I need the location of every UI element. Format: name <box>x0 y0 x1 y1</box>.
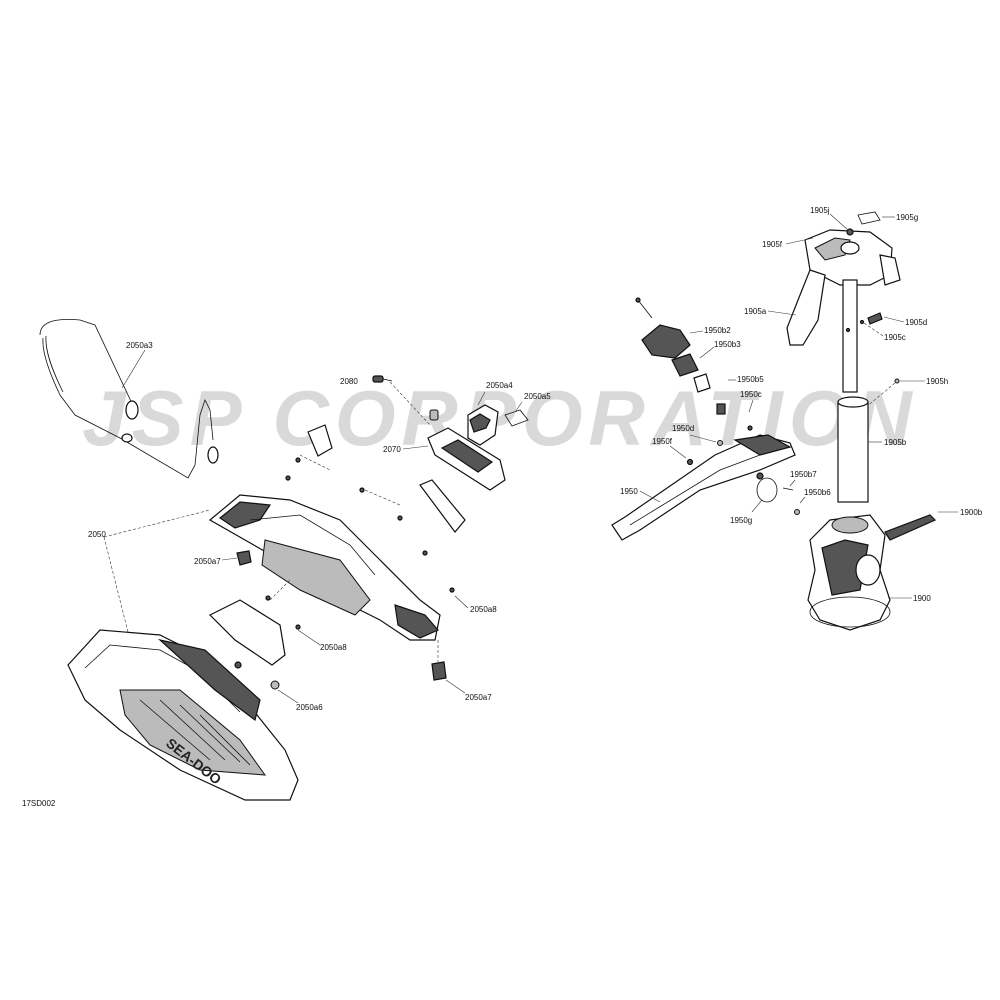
leader-2050a8-right <box>454 595 469 609</box>
part-lens <box>208 599 286 666</box>
callout-1950b7: 1950b7 <box>790 470 817 479</box>
callout-2050a7-left: 2050a7 <box>194 557 221 566</box>
callout-1905b: 1905b <box>884 438 907 447</box>
part-pad-long <box>419 479 466 533</box>
callout-2050a5: 2050a5 <box>524 392 551 401</box>
callout-1905g: 1905g <box>896 213 918 222</box>
callout-1950d: 1950d <box>672 424 694 433</box>
callout-2050a4: 2050a4 <box>486 381 513 390</box>
callout-1950: 1950 <box>620 487 638 496</box>
part-1900-base <box>807 514 912 631</box>
callout-1900b: 1900b <box>960 508 983 517</box>
callout-1905a: 1905a <box>744 307 767 316</box>
part-2050a7-bottom-knob <box>431 640 466 694</box>
callout-1905c: 1905c <box>884 333 906 342</box>
part-lower-body <box>67 629 299 801</box>
part-2050a6-nut <box>270 680 299 704</box>
callout-1905h: 1905h <box>926 377 948 386</box>
callout-1950b3: 1950b3 <box>714 340 741 349</box>
callout-2050a8-center: 2050a8 <box>320 643 347 652</box>
callout-1950c: 1950c <box>740 390 762 399</box>
part-1950g-ring <box>751 472 778 513</box>
part-2050a3-handle-loop <box>39 318 219 479</box>
part-upper-shaft <box>842 279 858 393</box>
callout-1905f: 1905f <box>762 240 783 249</box>
part-1900b-bar <box>884 511 958 541</box>
callout-1950b5: 1950b5 <box>737 375 764 384</box>
leader-2050-a <box>103 509 211 538</box>
leader-2050-b <box>103 536 131 641</box>
part-1905b-tube <box>837 396 882 503</box>
callout-1950g: 1950g <box>730 516 752 525</box>
leader-2050a8-center <box>297 629 321 646</box>
callout-1900: 1900 <box>913 594 931 603</box>
part-1950b7-pin <box>782 479 796 491</box>
figure-code: 17SD002 <box>22 799 56 808</box>
part-1950b5-spring <box>716 379 736 415</box>
callout-1950b2: 1950b2 <box>704 326 731 335</box>
callout-2080: 2080 <box>340 377 358 386</box>
callout-2050a3: 2050a3 <box>126 341 153 350</box>
part-1950b1-bolt <box>635 297 653 319</box>
leader-1905a <box>767 310 797 316</box>
part-2050a4-latch <box>429 391 499 446</box>
part-upper-frame <box>208 494 441 641</box>
callout-2050a8-right: 2050a8 <box>470 605 497 614</box>
part-pad-small <box>307 424 333 457</box>
part-1950d-washer <box>689 434 723 446</box>
part-2050a7-left-knob <box>221 550 252 566</box>
callout-1905j: 1905j <box>810 206 830 215</box>
part-1905g <box>857 211 881 225</box>
leader-1905j <box>829 213 849 231</box>
part-2070-housing <box>402 427 506 491</box>
part-1950b6-clip <box>794 496 806 515</box>
leader-1905f <box>785 237 814 245</box>
part-1950b3-switch <box>671 346 715 377</box>
part-1905d-spring <box>867 312 905 325</box>
part-1950b2-block <box>641 324 704 359</box>
callout-1950b6: 1950b6 <box>804 488 831 497</box>
part-1905c-pin <box>859 319 884 337</box>
part-1950-lever <box>611 434 796 541</box>
callout-1950f: 1950f <box>652 437 673 446</box>
callout-2050: 2050 <box>88 530 106 539</box>
callout-1905d: 1905d <box>905 318 927 327</box>
part-frame-screws <box>265 454 455 630</box>
callout-2050a7-bottom: 2050a7 <box>465 693 492 702</box>
part-2050a5-gasket <box>504 401 529 427</box>
part-1905-handlebar-top <box>786 228 901 346</box>
callout-2050a6: 2050a6 <box>296 703 323 712</box>
part-2080-screw <box>372 375 431 426</box>
part-1950f-nut <box>669 445 694 466</box>
callout-2070: 2070 <box>383 445 401 454</box>
part-1950b4-cap <box>693 373 711 393</box>
part-1950c-screw <box>747 399 754 431</box>
